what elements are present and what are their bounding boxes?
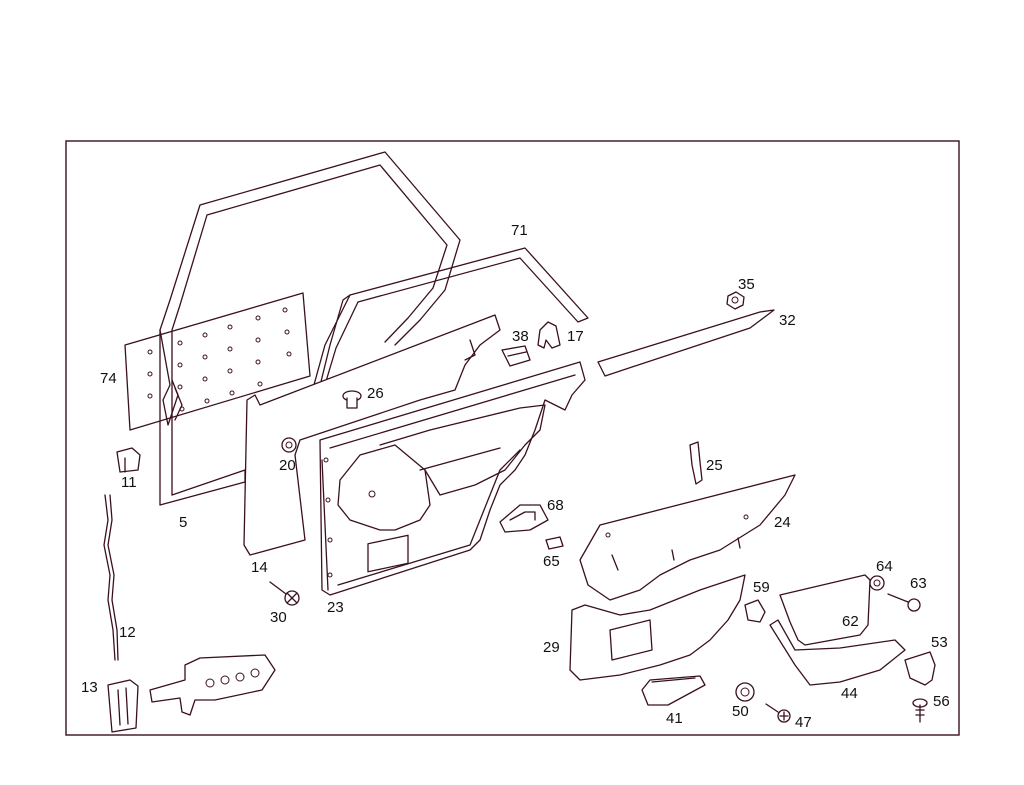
part-38-clip bbox=[501, 345, 531, 367]
callout-12: 12 bbox=[119, 624, 136, 641]
callout-68: 68 bbox=[547, 497, 564, 514]
part-65-clip bbox=[545, 536, 564, 550]
callout-26: 26 bbox=[367, 385, 384, 402]
part-59-clip bbox=[744, 599, 766, 623]
part-14-30-screw bbox=[269, 581, 300, 606]
callout-38: 38 bbox=[512, 328, 529, 345]
part-63-screw bbox=[887, 593, 921, 612]
part-47-screw bbox=[765, 703, 791, 723]
callout-24: 24 bbox=[774, 514, 791, 531]
part-5-door-seal bbox=[159, 151, 461, 506]
part-35-nut bbox=[726, 291, 745, 310]
part-20-plug bbox=[281, 437, 297, 453]
part-41-ashtray bbox=[641, 675, 706, 706]
callout-13: 13 bbox=[81, 679, 98, 696]
callout-29: 29 bbox=[543, 639, 560, 656]
callout-50: 50 bbox=[732, 703, 749, 720]
part-17-clip bbox=[537, 321, 561, 349]
part-68-handle-bezel bbox=[499, 504, 549, 533]
part-door-lock bbox=[149, 654, 276, 716]
callout-23: 23 bbox=[327, 599, 344, 616]
callout-47: 47 bbox=[795, 714, 812, 731]
part-12-rod bbox=[103, 494, 119, 661]
panel-holes bbox=[147, 307, 292, 412]
part-26-screw bbox=[342, 390, 362, 409]
callout-44: 44 bbox=[841, 685, 858, 702]
part-64-washer bbox=[869, 575, 885, 591]
part-23-door-trim-frame bbox=[243, 314, 501, 556]
callout-71: 71 bbox=[511, 222, 528, 239]
callout-labels: 71 35 32 38 17 74 26 20 11 5 25 68 24 65… bbox=[81, 222, 950, 731]
part-13-lock-cover bbox=[107, 679, 139, 733]
callout-11: 11 bbox=[121, 474, 137, 491]
callout-65: 65 bbox=[543, 553, 560, 570]
callout-64: 64 bbox=[876, 558, 893, 575]
callout-74: 74 bbox=[100, 370, 117, 387]
callout-53: 53 bbox=[931, 634, 948, 651]
callout-62: 62 bbox=[842, 613, 859, 630]
part-50-washer bbox=[735, 682, 755, 702]
part-56-screw bbox=[912, 698, 928, 723]
callout-30: 30 bbox=[270, 609, 287, 626]
part-25-bracket bbox=[689, 441, 703, 485]
part-44-armrest bbox=[769, 574, 906, 686]
callout-20: 20 bbox=[279, 457, 296, 474]
callout-59: 59 bbox=[753, 579, 770, 596]
callout-14: 14 bbox=[251, 559, 268, 576]
part-71-window-seal bbox=[306, 247, 589, 411]
callout-17: 17 bbox=[567, 328, 584, 345]
callout-5: 5 bbox=[179, 514, 187, 531]
part-29-lower-panel bbox=[569, 574, 746, 681]
part-74-insulation-panel bbox=[124, 292, 311, 431]
callout-41: 41 bbox=[666, 710, 683, 727]
part-24-trim-panel bbox=[579, 474, 796, 601]
diagram-frame bbox=[65, 140, 960, 736]
callout-56: 56 bbox=[933, 693, 950, 710]
part-32-moulding-strip bbox=[597, 309, 775, 377]
callout-25: 25 bbox=[706, 457, 723, 474]
callout-35: 35 bbox=[738, 276, 755, 293]
part-23-door-panel bbox=[319, 361, 586, 596]
part-53-cover bbox=[904, 651, 936, 686]
part-11-clip bbox=[116, 447, 141, 473]
callout-63: 63 bbox=[910, 575, 927, 592]
callout-32: 32 bbox=[779, 312, 796, 329]
